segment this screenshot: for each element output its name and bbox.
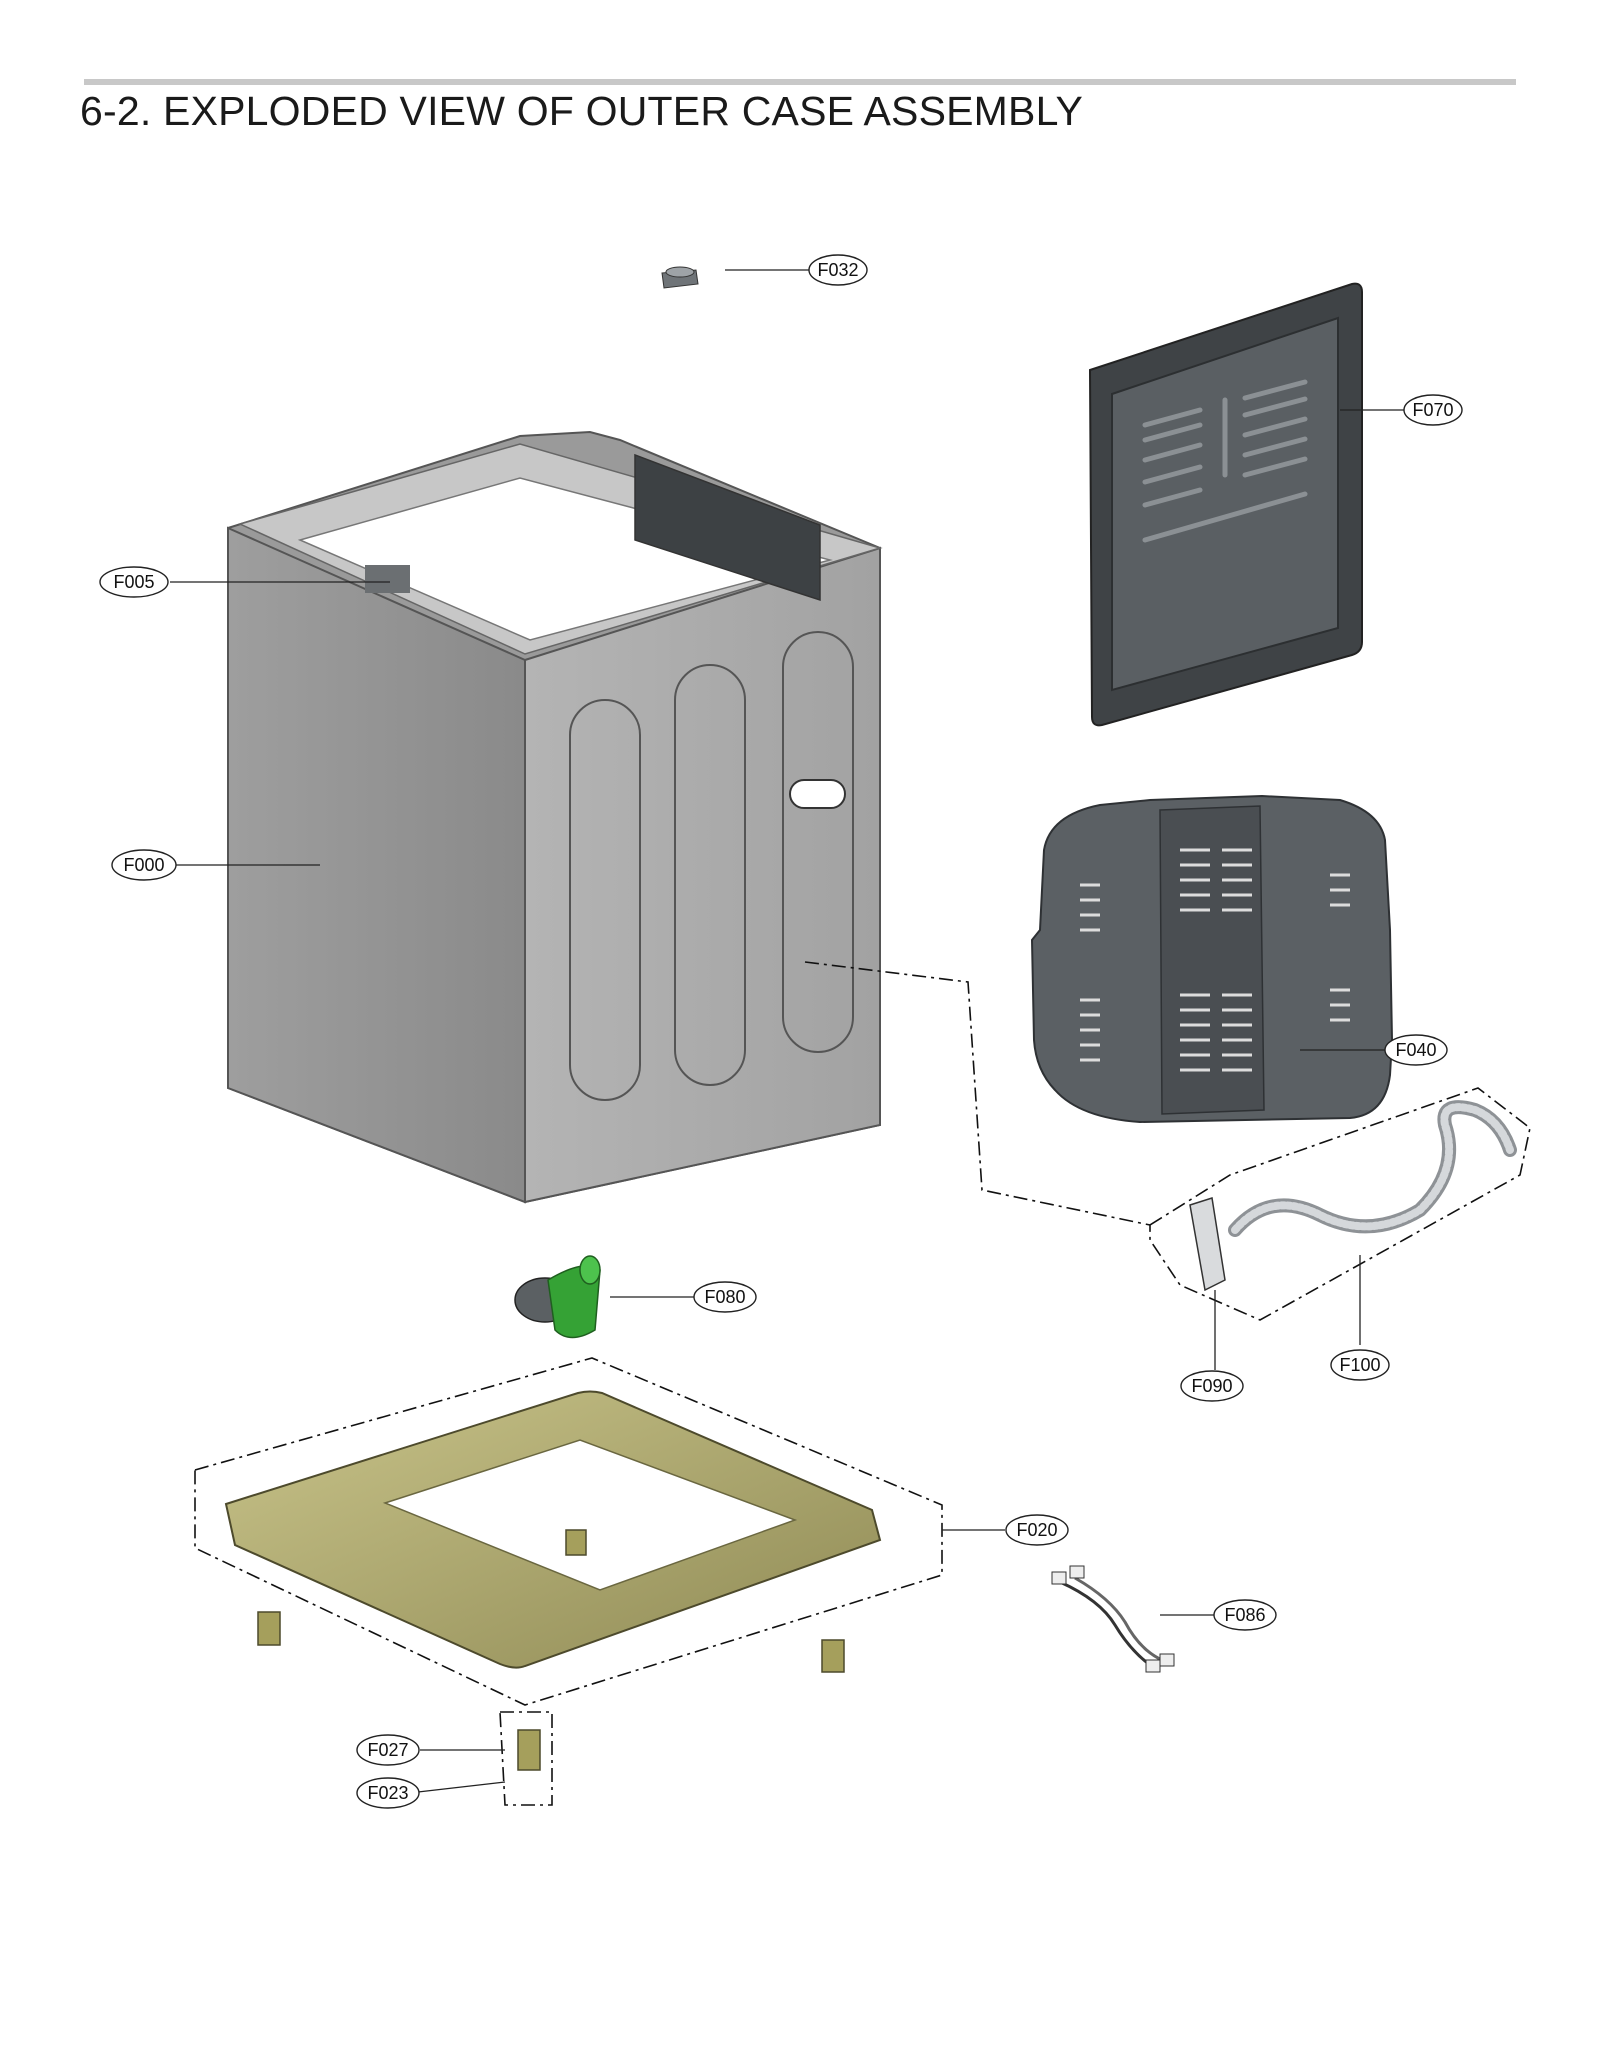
f032-clip: [661, 266, 699, 289]
f000-cabinet: [227, 430, 883, 1204]
leader-lines: [170, 269, 1405, 1793]
callout-f070: F070: [1403, 394, 1463, 426]
svg-text:F100: F100: [1339, 1355, 1380, 1375]
callout-f005: F005: [99, 566, 169, 598]
svg-text:F086: F086: [1224, 1605, 1265, 1625]
callout-f023: F023: [356, 1777, 420, 1809]
svg-text:F020: F020: [1016, 1520, 1057, 1540]
callout-f032: F032: [808, 254, 868, 286]
f080-drain-pump: [514, 1255, 601, 1339]
callout-f080: F080: [693, 1281, 757, 1313]
f040-bottom-cover: [1030, 794, 1394, 1124]
f020-base-frame: [224, 1390, 882, 1771]
f100-drain-hose: [1228, 1100, 1517, 1237]
svg-text:F023: F023: [367, 1783, 408, 1803]
callout-f040: F040: [1384, 1034, 1448, 1066]
callout-f100: F100: [1330, 1349, 1390, 1381]
svg-text:F070: F070: [1412, 400, 1453, 420]
title-rule: [84, 79, 1516, 85]
svg-text:F000: F000: [123, 855, 164, 875]
callout-f020: F020: [1005, 1514, 1069, 1546]
svg-text:F040: F040: [1395, 1040, 1436, 1060]
callout-f027: F027: [356, 1734, 420, 1766]
f070-rear-panel: [1088, 282, 1363, 727]
f090-hose-guide: [1189, 1197, 1226, 1292]
assembly-group-lines: [194, 961, 1531, 1806]
svg-text:F032: F032: [817, 260, 858, 280]
callout-f000: F000: [111, 849, 177, 881]
page-title: 6-2. EXPLODED VIEW OF OUTER CASE ASSEMBL…: [80, 88, 1084, 134]
svg-text:F080: F080: [704, 1287, 745, 1307]
callout-f090: F090: [1180, 1370, 1244, 1402]
f086-wire-harness: [1051, 1565, 1175, 1673]
svg-text:F090: F090: [1191, 1376, 1232, 1396]
svg-text:F027: F027: [367, 1740, 408, 1760]
callout-f086: F086: [1213, 1599, 1277, 1631]
svg-text:F005: F005: [113, 572, 154, 592]
